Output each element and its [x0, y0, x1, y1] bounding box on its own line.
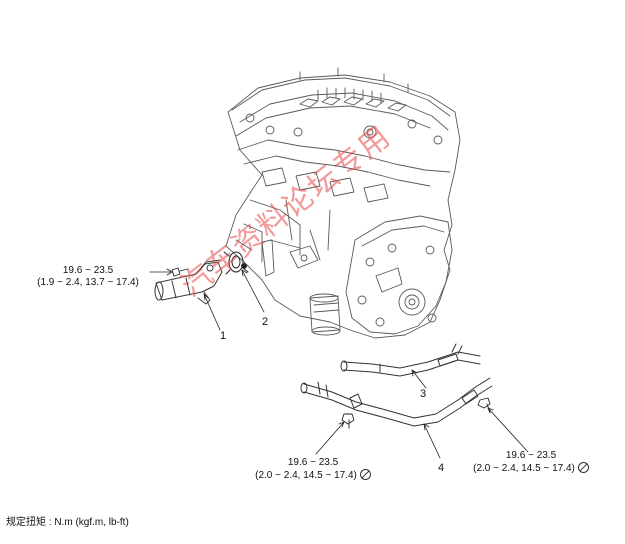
bolt-2: [341, 413, 355, 429]
torque-range: 19.6 ~ 23.5: [62, 265, 114, 276]
callout-3: 3: [420, 388, 427, 400]
engine-block: [225, 67, 461, 339]
callout-2: 2: [262, 316, 269, 328]
torque-detail-row: (2.0 ~ 2.4, 14.5 ~ 17.4): [464, 462, 598, 475]
torque-detail-row: (2.0 ~ 2.4, 14.5 ~ 17.4): [246, 469, 380, 482]
torque-range: 19.6 ~ 23.5: [505, 450, 557, 461]
heater-pipe-upper: [340, 343, 481, 377]
no-reuse-icon: [359, 469, 371, 480]
torque-detail: (2.0 ~ 2.4, 14.5 ~ 17.4): [255, 470, 357, 481]
no-reuse-icon: [577, 462, 589, 473]
torque-range: 19.6 ~ 23.5: [287, 457, 339, 468]
thermostat-gasket: [223, 251, 249, 275]
leader-lines: [149, 268, 529, 459]
torque-spec-1: 19.6 ~ 23.5 (1.9 ~ 2.4, 13.7 ~ 17.4): [26, 265, 150, 289]
torque-spec-2: 19.6 ~ 23.5 (2.0 ~ 2.4, 14.5 ~ 17.4): [246, 457, 380, 482]
bolt-3: [477, 397, 491, 413]
torque-unit-note: 规定扭矩 : N.m (kgf.m, lb-ft): [6, 517, 129, 528]
torque-spec-3: 19.6 ~ 23.5 (2.0 ~ 2.4, 14.5 ~ 17.4): [464, 450, 598, 475]
torque-detail: (1.9 ~ 2.4, 13.7 ~ 17.4): [37, 277, 139, 288]
heater-pipe-lower: [300, 377, 493, 427]
torque-detail: (2.0 ~ 2.4, 14.5 ~ 17.4): [473, 463, 575, 474]
bolt-1: [171, 267, 189, 277]
coolant-outlet-fitting: [154, 259, 223, 305]
callout-1: 1: [220, 330, 227, 342]
callout-4: 4: [438, 462, 445, 474]
